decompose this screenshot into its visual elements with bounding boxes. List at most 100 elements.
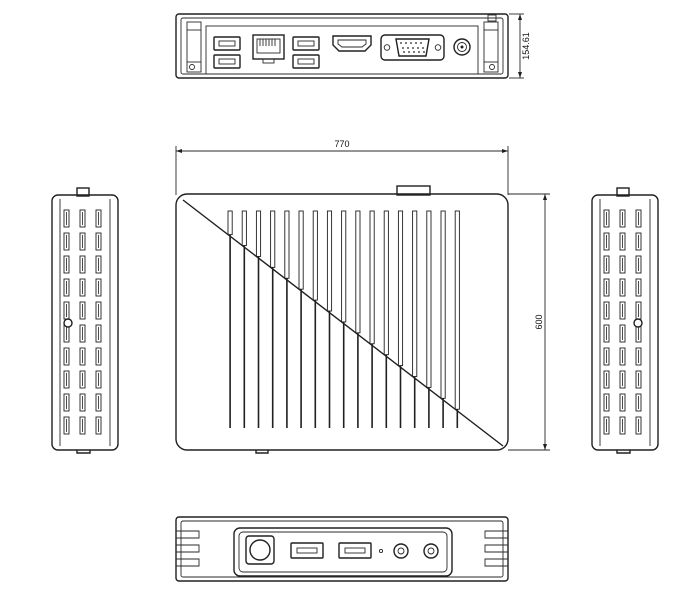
side-vent-slot — [603, 209, 610, 228]
side-vent-slot — [63, 232, 70, 251]
width-dimension-label: 770 — [334, 139, 349, 149]
usb-port-icon — [290, 542, 324, 559]
side-vent-slot — [603, 393, 610, 412]
side-vent-slot — [619, 393, 626, 412]
front-bezel — [233, 527, 453, 577]
side-vent-slot — [63, 393, 70, 412]
side-vent-slot — [79, 416, 86, 435]
led-indicator-icon — [378, 548, 384, 554]
right-side-view — [591, 187, 659, 454]
side-vent-slot — [95, 393, 102, 412]
vent-slot — [255, 210, 262, 257]
side-vent-slot — [619, 416, 626, 435]
audio-jack-icon — [423, 543, 439, 559]
side-vent-slot — [95, 232, 102, 251]
side-vent-slot — [635, 416, 642, 435]
vent-slot — [426, 210, 432, 388]
vent-slot — [227, 210, 233, 236]
rear-right-flange — [483, 21, 499, 73]
rear-case-outline — [175, 13, 509, 79]
side-vent-slot — [619, 347, 626, 366]
hdmi-port-icon — [332, 35, 372, 52]
height-dimension-label: 154.61 — [521, 32, 531, 60]
io-plate — [205, 25, 479, 75]
side-vent-slot — [79, 255, 86, 274]
side-vent-slot — [95, 301, 102, 320]
side-vent-slot — [95, 255, 102, 274]
side-vent-slot — [63, 416, 70, 435]
side-vent-slot — [95, 209, 102, 228]
height-dimension: 154.61 — [509, 13, 531, 79]
usb-port-icon — [292, 54, 320, 69]
top-tab — [396, 185, 431, 196]
side-tab — [76, 187, 90, 197]
foot — [76, 450, 91, 454]
front-case-inner — [180, 520, 504, 578]
side-vent-slot — [63, 278, 70, 297]
screw-icon — [489, 64, 495, 70]
side-vent-slot — [95, 278, 102, 297]
side-vent-slot — [79, 393, 86, 412]
ethernet-port-icon — [252, 34, 285, 64]
usb-port-icon — [292, 36, 320, 51]
vent-slot — [312, 210, 318, 301]
vent-slot — [383, 210, 389, 356]
front-right-grille — [484, 530, 508, 567]
front-case-outline — [175, 516, 509, 582]
vent-slot — [397, 210, 404, 367]
foot — [255, 450, 269, 454]
vent-slot — [355, 210, 361, 334]
side-vent-slot — [63, 347, 70, 366]
side-vent-slot — [619, 278, 626, 297]
side-vent-slot — [635, 232, 642, 251]
vent-slot — [440, 210, 446, 399]
side-vent-slot — [619, 232, 626, 251]
side-vent-slot — [619, 324, 626, 343]
side-vent-slot — [79, 347, 86, 366]
side-vent-slot — [635, 370, 642, 389]
side-vent-slot — [619, 301, 626, 320]
usb-port-icon — [213, 54, 241, 69]
usb-port-icon — [338, 542, 372, 559]
side-vent-slot — [63, 370, 70, 389]
side-vent-slot — [63, 255, 70, 274]
side-vent-slot — [619, 370, 626, 389]
front-panel-view — [175, 516, 509, 582]
vent-slot — [241, 210, 247, 246]
vent-slot — [412, 210, 418, 377]
vent-slot — [369, 210, 375, 345]
side-vent-slot — [95, 370, 102, 389]
side-vent-slot — [79, 232, 86, 251]
power-button-icon — [245, 535, 275, 565]
side-vent-slot — [603, 232, 610, 251]
kensington-lock-icon — [63, 318, 73, 328]
side-vent-slot — [603, 255, 610, 274]
depth-dimension-label: 600 — [534, 314, 544, 329]
side-vent-slot — [635, 209, 642, 228]
vent-slot — [341, 210, 347, 323]
vent-slots — [227, 210, 460, 428]
side-vent-slot — [95, 324, 102, 343]
vent-slot — [270, 210, 276, 268]
vent-slot — [284, 210, 290, 279]
side-vent-slot — [635, 255, 642, 274]
front-left-grille — [176, 530, 200, 567]
side-vent-slot — [79, 209, 86, 228]
side-vent-slot — [79, 324, 86, 343]
audio-jack-icon — [393, 543, 409, 559]
side-vent-slot — [603, 416, 610, 435]
width-dimension: 770 — [175, 139, 509, 195]
usb-port-icon — [213, 36, 241, 51]
left-side-view — [51, 187, 119, 454]
rear-left-flange — [186, 21, 202, 73]
side-vent-slot — [619, 209, 626, 228]
power-jack-icon — [453, 38, 471, 56]
foot — [616, 450, 631, 454]
side-vent-slot — [79, 301, 86, 320]
vent-slot — [326, 210, 333, 312]
kensington-lock-icon — [633, 318, 643, 328]
side-vent-slot — [603, 278, 610, 297]
rear-io-view: 154.61 — [175, 13, 531, 79]
vent-slot — [454, 210, 460, 410]
side-vent-slot — [635, 347, 642, 366]
